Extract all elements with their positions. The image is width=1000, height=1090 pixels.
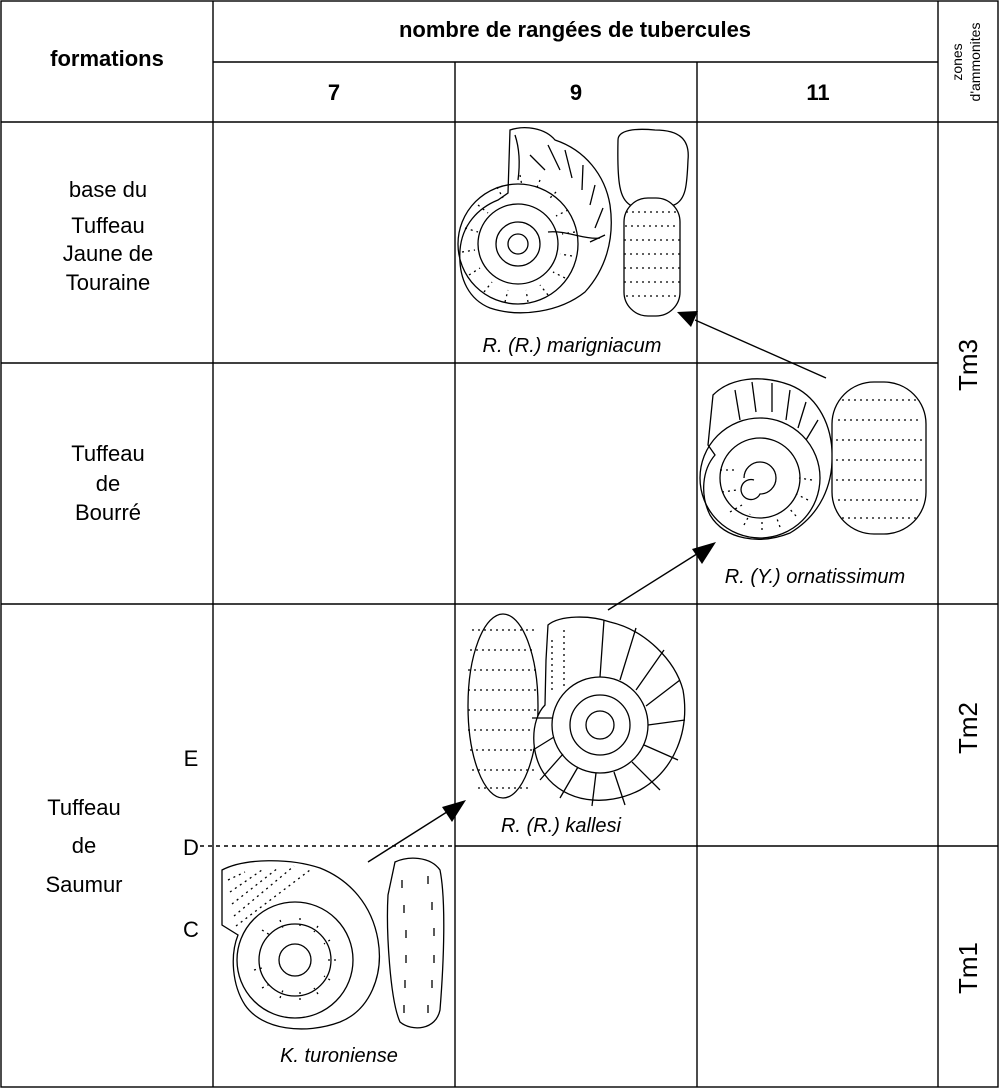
formation-line: Bourré bbox=[75, 500, 141, 525]
tubercle-rows-header: nombre de rangées de tubercules bbox=[399, 17, 751, 42]
arrow-icon bbox=[607, 542, 716, 611]
arrow-icon bbox=[677, 311, 827, 379]
zone-label-tm2: Tm2 bbox=[953, 702, 983, 754]
zone-label-tm3: Tm3 bbox=[953, 339, 983, 391]
level-label-d: D bbox=[183, 835, 199, 860]
species-label-turoniense: K. turoniense bbox=[280, 1045, 398, 1067]
formation-line: de bbox=[72, 833, 96, 858]
species-label-ornatissimum: R. (Y.) ornatissimum bbox=[725, 566, 905, 588]
formation-line: de bbox=[96, 471, 120, 496]
level-label-e: E bbox=[184, 746, 199, 771]
column-header-9: 9 bbox=[570, 80, 582, 105]
species-label-kallesi: R. (R.) kallesi bbox=[501, 815, 622, 837]
column-header-7: 7 bbox=[328, 80, 340, 105]
formation-tuffeau-bourre: Tuffeau de Bourré bbox=[71, 441, 144, 525]
formation-line: Tuffeau bbox=[47, 795, 120, 820]
arrow-icon bbox=[367, 800, 466, 863]
zones-header-line1: zones bbox=[949, 43, 965, 80]
ammonite-shell-icon bbox=[467, 613, 686, 807]
zone-label-tm1: Tm1 bbox=[953, 942, 983, 994]
formation-line: Jaune de bbox=[63, 241, 154, 266]
formation-tuffeau-saumur: Tuffeau de Saumur bbox=[45, 795, 122, 897]
formation-line: base du bbox=[69, 177, 147, 202]
zones-header-line2: d'ammonites bbox=[967, 23, 983, 102]
formation-tuffeau-jaune: base du Tuffeau Jaune de Touraine bbox=[63, 177, 154, 295]
formation-line: Saumur bbox=[45, 872, 122, 897]
formation-line: Tuffeau bbox=[71, 213, 144, 238]
ammonite-shell-icon bbox=[699, 378, 927, 540]
formation-line: Tuffeau bbox=[71, 441, 144, 466]
ammonite-shell-icon bbox=[221, 857, 445, 1030]
level-label-c: C bbox=[183, 917, 199, 942]
ammonite-shell-icon bbox=[457, 127, 689, 317]
column-header-11: 11 bbox=[806, 80, 829, 105]
zones-header: zones d'ammonites bbox=[949, 23, 983, 102]
formation-line: Touraine bbox=[66, 270, 150, 295]
species-label-marigniacum: R. (R.) marigniacum bbox=[483, 335, 662, 357]
formations-header: formations bbox=[50, 46, 164, 71]
